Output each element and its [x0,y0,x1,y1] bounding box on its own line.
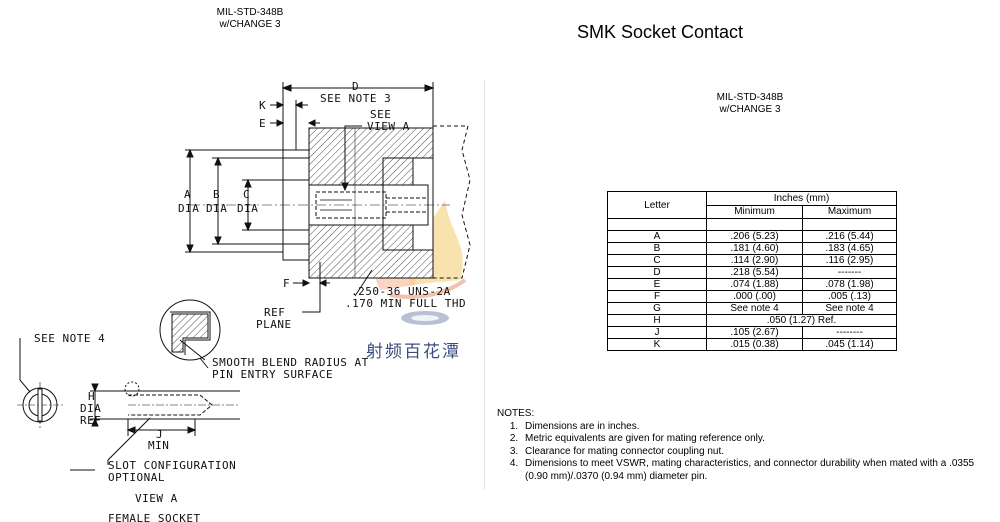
cell-max: ------- [802,266,897,279]
cell-min: .000 (.00) [706,290,803,303]
dim-j-min: MIN [148,439,169,452]
cell-min: .114 (2.90) [706,254,803,267]
table-row: D.218 (5.54)------- [607,266,897,279]
watermark-text: 射频百花潭 [366,342,461,362]
pin-entry-label: PIN ENTRY SURFACE [212,368,333,381]
table-row: K.015 (0.38).045 (1.14) [607,338,897,351]
notes-section: NOTES: Dimensions are in inches. Metric … [497,408,995,483]
cell-max: .005 (.13) [802,290,897,303]
cell-min: .105 (2.67) [706,326,803,339]
cell-letter: G [607,302,707,315]
cell-max: .183 (4.65) [802,242,897,255]
dim-h-ref: REF [80,414,101,427]
cell-letter: J [607,326,707,339]
see-note-4-label: SEE NOTE 4 [34,332,105,345]
cell-max: .078 (1.98) [802,278,897,291]
see-note-3-label: SEE NOTE 3 [320,92,391,105]
dim-label-c: C [243,188,250,201]
dim-label-f: F [283,277,290,290]
cell-max: .045 (1.14) [802,338,897,351]
cell-min: See note 4 [706,302,803,315]
dim-label-j: J [156,428,163,441]
cell-min: .015 (0.38) [706,338,803,351]
optional-label: OPTIONAL [108,471,165,484]
right-standard-header: MIL-STD-348B w/CHANGE 3 [705,92,795,116]
dim-b-dia: DIA [206,202,227,215]
panel-divider [484,80,485,490]
cell-max: See note 4 [802,302,897,315]
dim-label-d: D [352,80,359,93]
dim-label-e: E [259,117,266,130]
note-item: Metric equivalents are given for mating … [521,433,995,446]
cell-letter: H [607,314,707,327]
cell-min: .181 (4.60) [706,242,803,255]
cell-letter: F [607,290,707,303]
dim-c-dia: DIA [237,202,258,215]
cell-letter: D [607,266,707,279]
table-header-row: Letter Inches (mm) [607,191,897,219]
table-row: B.181 (4.60).183 (4.65) [607,242,897,255]
cell-letter: C [607,254,707,267]
thread-spec-label: .250-36 UNS-2A [351,285,451,298]
right-std-name: MIL-STD-348B [716,92,784,103]
right-std-change: w/CHANGE 3 [719,104,781,115]
table-row: J.105 (2.67)-------- [607,326,897,339]
dim-label-b: B [213,188,220,201]
see-label: SEE [370,108,391,121]
socket-contact-drawing: D SEE NOTE 3 K E SEE VIEW A A B C DIA DI… [17,80,471,522]
female-socket-caption: FEMALE SOCKET [108,512,201,522]
dim-a-dia: DIA [178,202,199,215]
dim-label-h: H [88,390,95,403]
dim-label-k: K [259,99,266,112]
column-header-minimum: Minimum [706,204,803,219]
cell-max: -------- [802,326,897,339]
ref-label: REF [264,306,285,319]
cell-min: .218 (5.54) [706,266,803,279]
view-a-caption: VIEW A [135,492,178,505]
note-item: Dimensions to meet VSWR, mating characte… [521,458,995,483]
table-row: C.114 (2.90).116 (2.95) [607,254,897,267]
dim-h-dia: DIA [80,402,101,415]
column-header-maximum: Maximum [802,204,897,219]
plane-label: PLANE [256,318,292,331]
table-row: E.074 (1.88).078 (1.98) [607,278,897,291]
table-row: H.050 (1.27) Ref. [607,314,897,327]
dim-label-a: A [184,188,191,201]
notes-heading: NOTES: [497,408,535,419]
slot-configuration-label: SLOT CONFIGURATION [108,459,236,472]
cell-min: .074 (1.88) [706,278,803,291]
table-spacer-row [607,218,897,231]
cell-letter: A [607,230,707,243]
thread-min-label: .170 MIN FULL THD [345,297,466,310]
cell-letter: B [607,242,707,255]
note-item: Clearance for mating connector coupling … [521,446,995,459]
cell-max: .116 (2.95) [802,254,897,267]
notes-list: Dimensions are in inches. Metric equival… [497,421,995,484]
smooth-blend-label: SMOOTH BLEND RADIUS AT [212,356,369,369]
column-group-inches-mm: Inches (mm) [706,191,897,206]
left-std-name: MIL-STD-348B [216,7,284,18]
cell-span: .050 (1.27) Ref. [706,314,897,327]
dimensions-table: Letter Inches (mm) Minimum Maximum A.206… [607,191,897,351]
column-header-letter: Letter [607,191,707,219]
left-standard-header: MIL-STD-348B w/CHANGE 3 [205,7,295,31]
left-std-change: w/CHANGE 3 [219,19,281,30]
note-item: Dimensions are in inches. [521,421,995,434]
table-row: A.206 (5.23).216 (5.44) [607,230,897,243]
cell-letter: E [607,278,707,291]
page-title: SMK Socket Contact [576,22,744,42]
cell-min: .206 (5.23) [706,230,803,243]
cell-letter: K [607,338,707,351]
cell-max: .216 (5.44) [802,230,897,243]
table-row: F.000 (.00).005 (.13) [607,290,897,303]
view-a-reference-label: VIEW A [367,120,410,133]
